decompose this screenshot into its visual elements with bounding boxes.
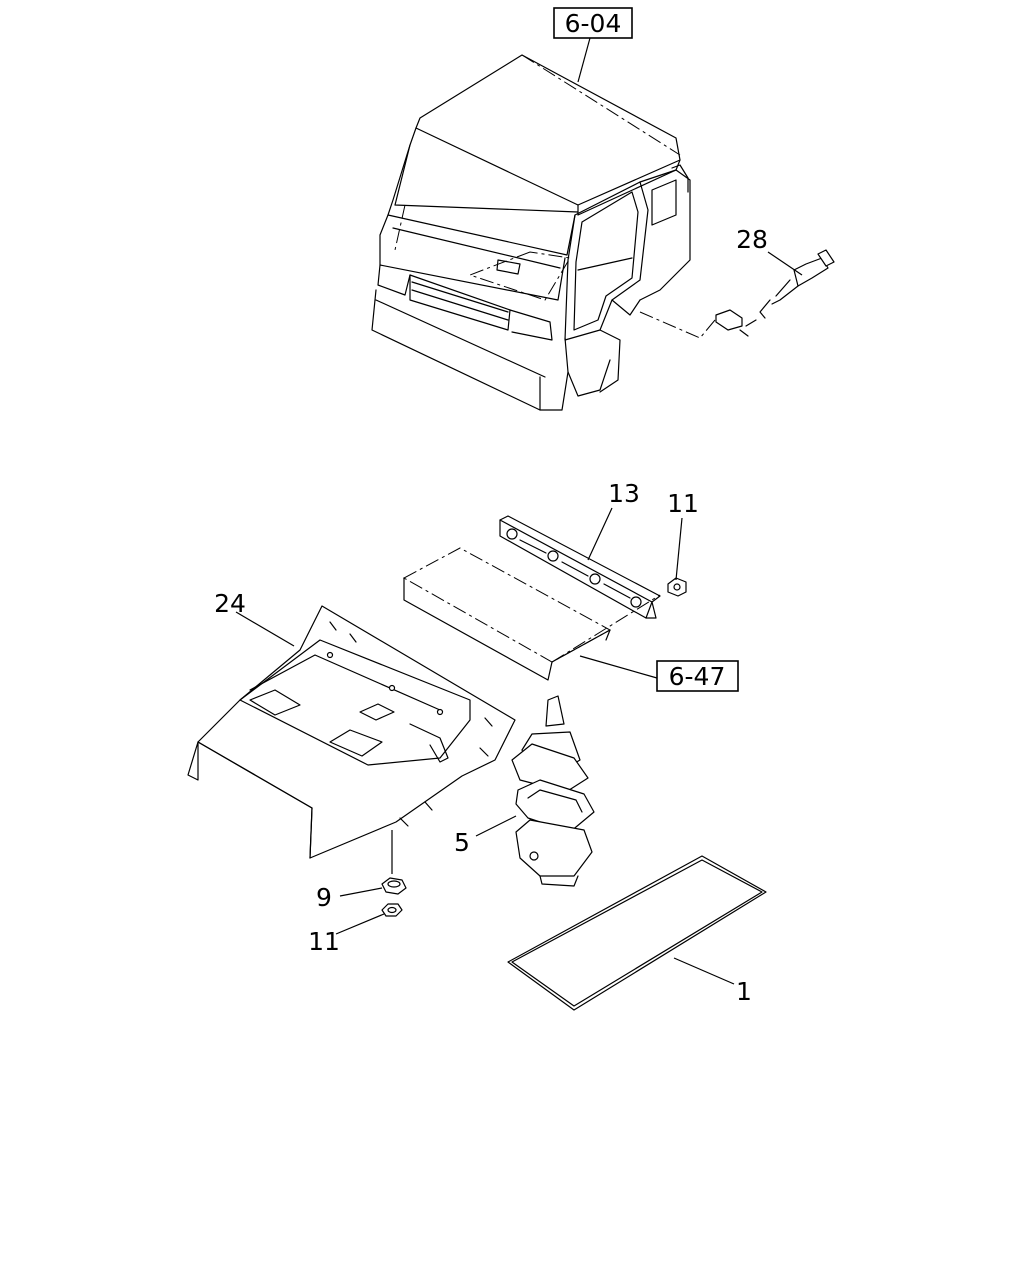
truck-cab-drawing xyxy=(371,54,749,411)
part-11-top-nut-drawing xyxy=(667,577,687,597)
callout-11-top: 11 xyxy=(667,489,699,518)
part-28-switch-drawing xyxy=(745,249,835,327)
callout-24: 24 xyxy=(214,589,246,618)
part-5-boot-drawing xyxy=(511,695,595,887)
part-9-bushing-drawing xyxy=(381,877,407,895)
part-1-mat-drawing xyxy=(507,855,767,1011)
reference-label-6-47: 6-47 xyxy=(669,662,726,691)
part-11-bottom-nut-drawing xyxy=(381,903,403,917)
callout-13: 13 xyxy=(608,479,640,508)
callout-28: 28 xyxy=(736,225,768,254)
callout-1: 1 xyxy=(736,977,752,1006)
reference-box-6-04[interactable]: 6-04 xyxy=(553,7,633,39)
callout-9: 9 xyxy=(316,883,332,912)
leader-lines xyxy=(235,37,803,985)
part-13-bracket-drawing xyxy=(499,515,661,619)
callout-11-bottom: 11 xyxy=(308,927,340,956)
reference-label-6-04: 6-04 xyxy=(565,9,622,38)
callout-5: 5 xyxy=(454,828,470,857)
part-24-floor-cover-drawing xyxy=(187,605,516,859)
plate-6-47-drawing xyxy=(402,547,661,681)
reference-box-6-47[interactable]: 6-47 xyxy=(656,660,739,692)
